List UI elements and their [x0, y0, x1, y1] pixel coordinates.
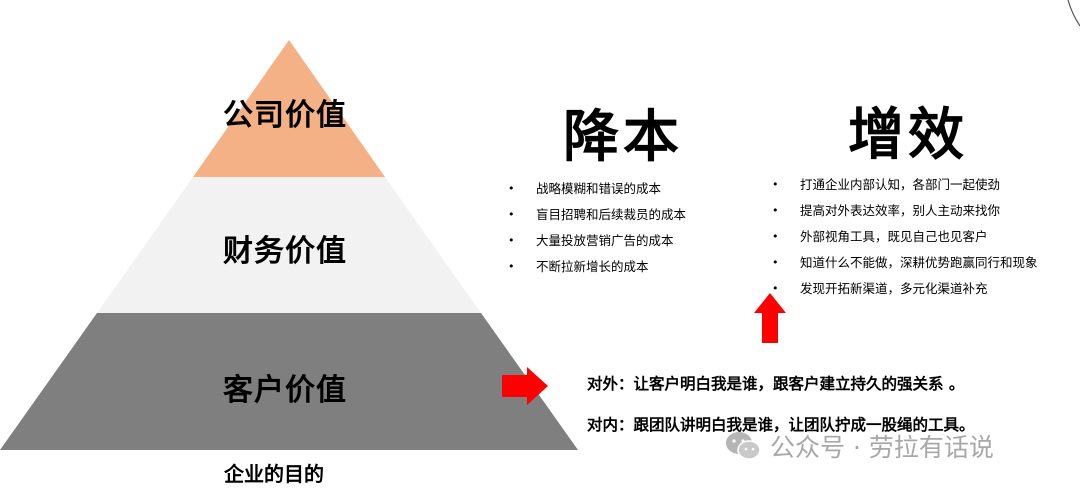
cost-reduction-list: 战略模糊和错误的成本 盲目招聘和后续裁员的成本 大量投放营销广告的成本 不断拉新… [508, 176, 686, 280]
watermark: 公众号 · 劳拉有话说 [724, 428, 994, 464]
wechat-icon [726, 432, 761, 460]
list-item: 战略模糊和错误的成本 [508, 176, 686, 202]
pyramid-layer-finance [97, 177, 481, 313]
layer-label-finance: 财务价值 [223, 234, 347, 269]
list-item: 提高对外表达效率，别人主动来找你 [772, 198, 1038, 224]
layer-label-company: 公司价值 [223, 98, 347, 133]
cost-reduction-heading: 降本 [563, 105, 683, 170]
pyramid-layer-company [193, 40, 385, 177]
list-item: 打通企业内部认知，各部门一起使劲 [772, 172, 1038, 198]
efficiency-heading: 增效 [848, 103, 968, 168]
watermark-text: 公众号 · 劳拉有话说 [770, 433, 994, 462]
pyramid-caption: 企业的目的 [224, 462, 324, 486]
arrow-right-icon [502, 367, 548, 405]
corner-decoration [1067, 0, 1080, 27]
efficiency-list: 打通企业内部认知，各部门一起使劲 提高对外表达效率，别人主动来找你 外部视角工具… [772, 172, 1038, 302]
list-item: 发现开拓新渠道，多元化渠道补充 [772, 276, 1038, 302]
list-item: 不断拉新增长的成本 [508, 254, 686, 280]
list-item: 大量投放营销广告的成本 [508, 228, 686, 254]
layer-label-customer: 客户价值 [223, 373, 347, 408]
list-item: 盲目招聘和后续裁员的成本 [508, 202, 686, 228]
list-item: 外部视角工具，既见自己也见客户 [772, 224, 1038, 250]
strategy-internal: 对内：跟团队讲明白我是谁，让团队拧成一股绳的工具。 [587, 416, 975, 434]
strategy-external: 对外：让客户明白我是谁，跟客户建立持久的强关系 。 [587, 375, 965, 393]
arrow-up-icon [754, 293, 786, 343]
list-item: 知道什么不能做，深耕优势跑赢同行和现象 [772, 250, 1038, 276]
pyramid-layer-customer [0, 313, 578, 450]
